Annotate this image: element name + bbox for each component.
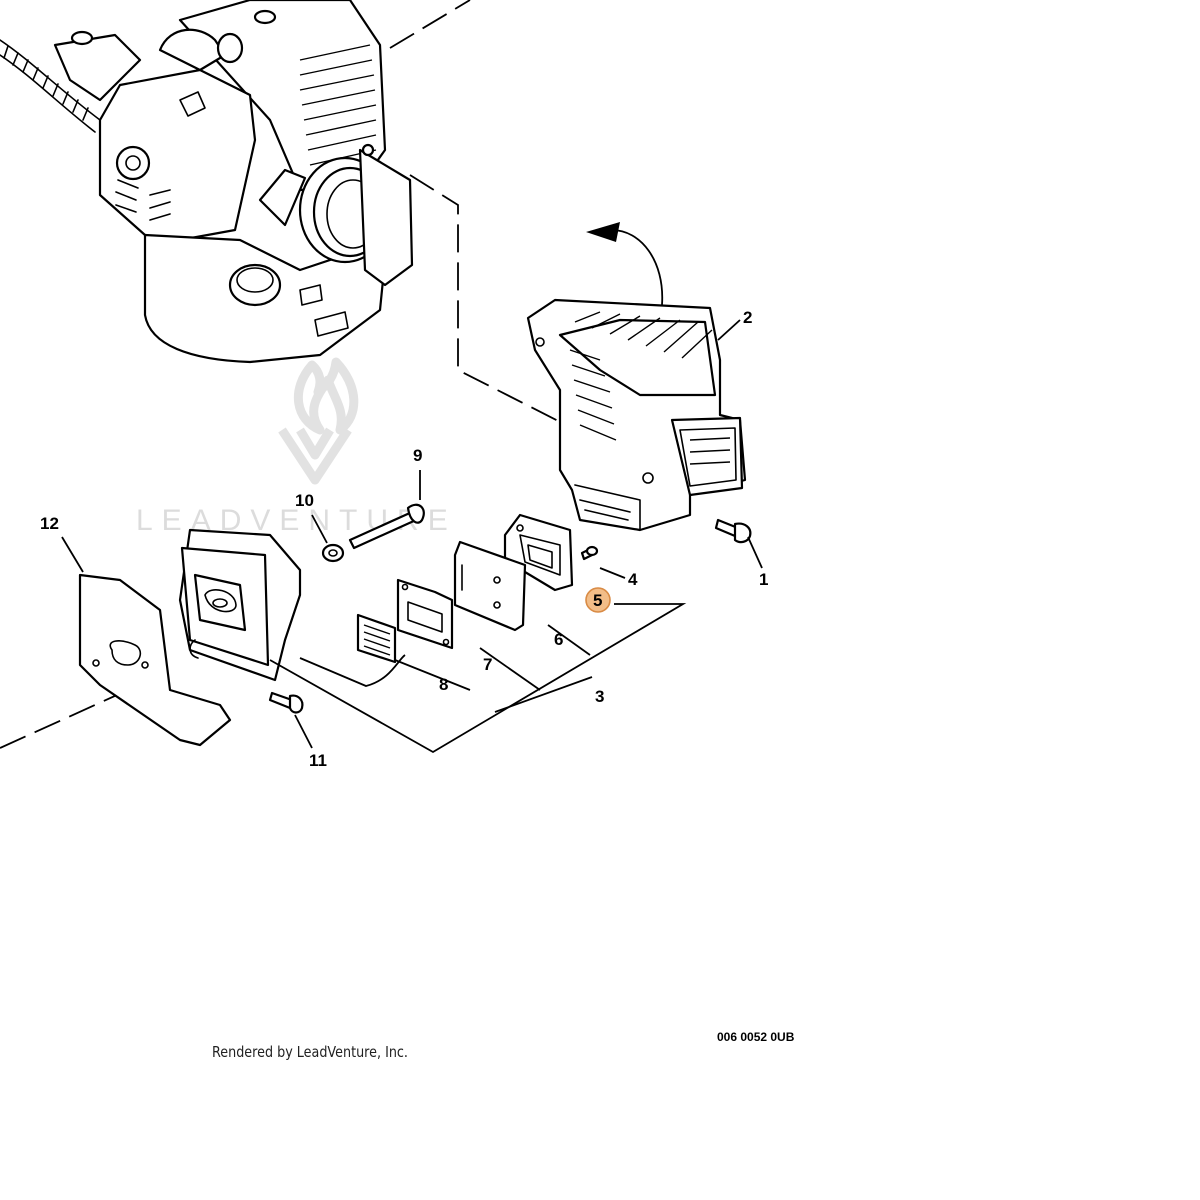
plate-part-6	[453, 540, 527, 632]
muffler	[178, 528, 302, 682]
callout-10[interactable]: 10	[295, 491, 314, 510]
drawing-number: 006 0052 0UB	[717, 1030, 795, 1044]
callout-2[interactable]: 2	[743, 308, 752, 327]
screen-part-8	[356, 613, 397, 664]
fuel-cap	[228, 263, 282, 307]
screw-part-11	[268, 691, 304, 714]
baffle-part-5	[503, 513, 574, 592]
callout-5[interactable]: 5	[593, 591, 602, 610]
air-filter-cover	[98, 68, 257, 242]
callout-8[interactable]: 8	[439, 675, 448, 694]
callouts: 1 2 3 4 5 6 7 8 9 10 11 12	[40, 308, 768, 770]
bolt-part-9	[348, 503, 425, 550]
screw-part-4	[580, 545, 599, 561]
render-credit: Rendered by LeadVenture, Inc.	[212, 1043, 408, 1061]
washer-part-10	[321, 543, 345, 563]
shroud	[526, 298, 747, 532]
shaft-clamp	[53, 33, 142, 102]
callout-5-highlight	[585, 587, 611, 613]
callout-4[interactable]: 4	[628, 570, 638, 589]
rotation-arrow	[586, 222, 664, 306]
callout-7[interactable]: 7	[483, 655, 492, 674]
starter-handle	[258, 168, 307, 227]
choke-knob	[115, 145, 151, 181]
leader-lines	[61, 319, 763, 754]
screw-part-1	[714, 518, 752, 544]
callout-6[interactable]: 6	[554, 630, 563, 649]
callout-1[interactable]: 1	[759, 570, 768, 589]
engine-assembly	[0, 0, 414, 364]
heat-shield-part-12	[78, 573, 232, 747]
callout-9[interactable]: 9	[413, 446, 422, 465]
callout-3[interactable]: 3	[595, 687, 604, 706]
gasket-part-7	[396, 578, 454, 650]
watermark-logo	[278, 357, 359, 485]
callout-12[interactable]: 12	[40, 514, 59, 533]
callout-11[interactable]: 11	[309, 751, 327, 770]
